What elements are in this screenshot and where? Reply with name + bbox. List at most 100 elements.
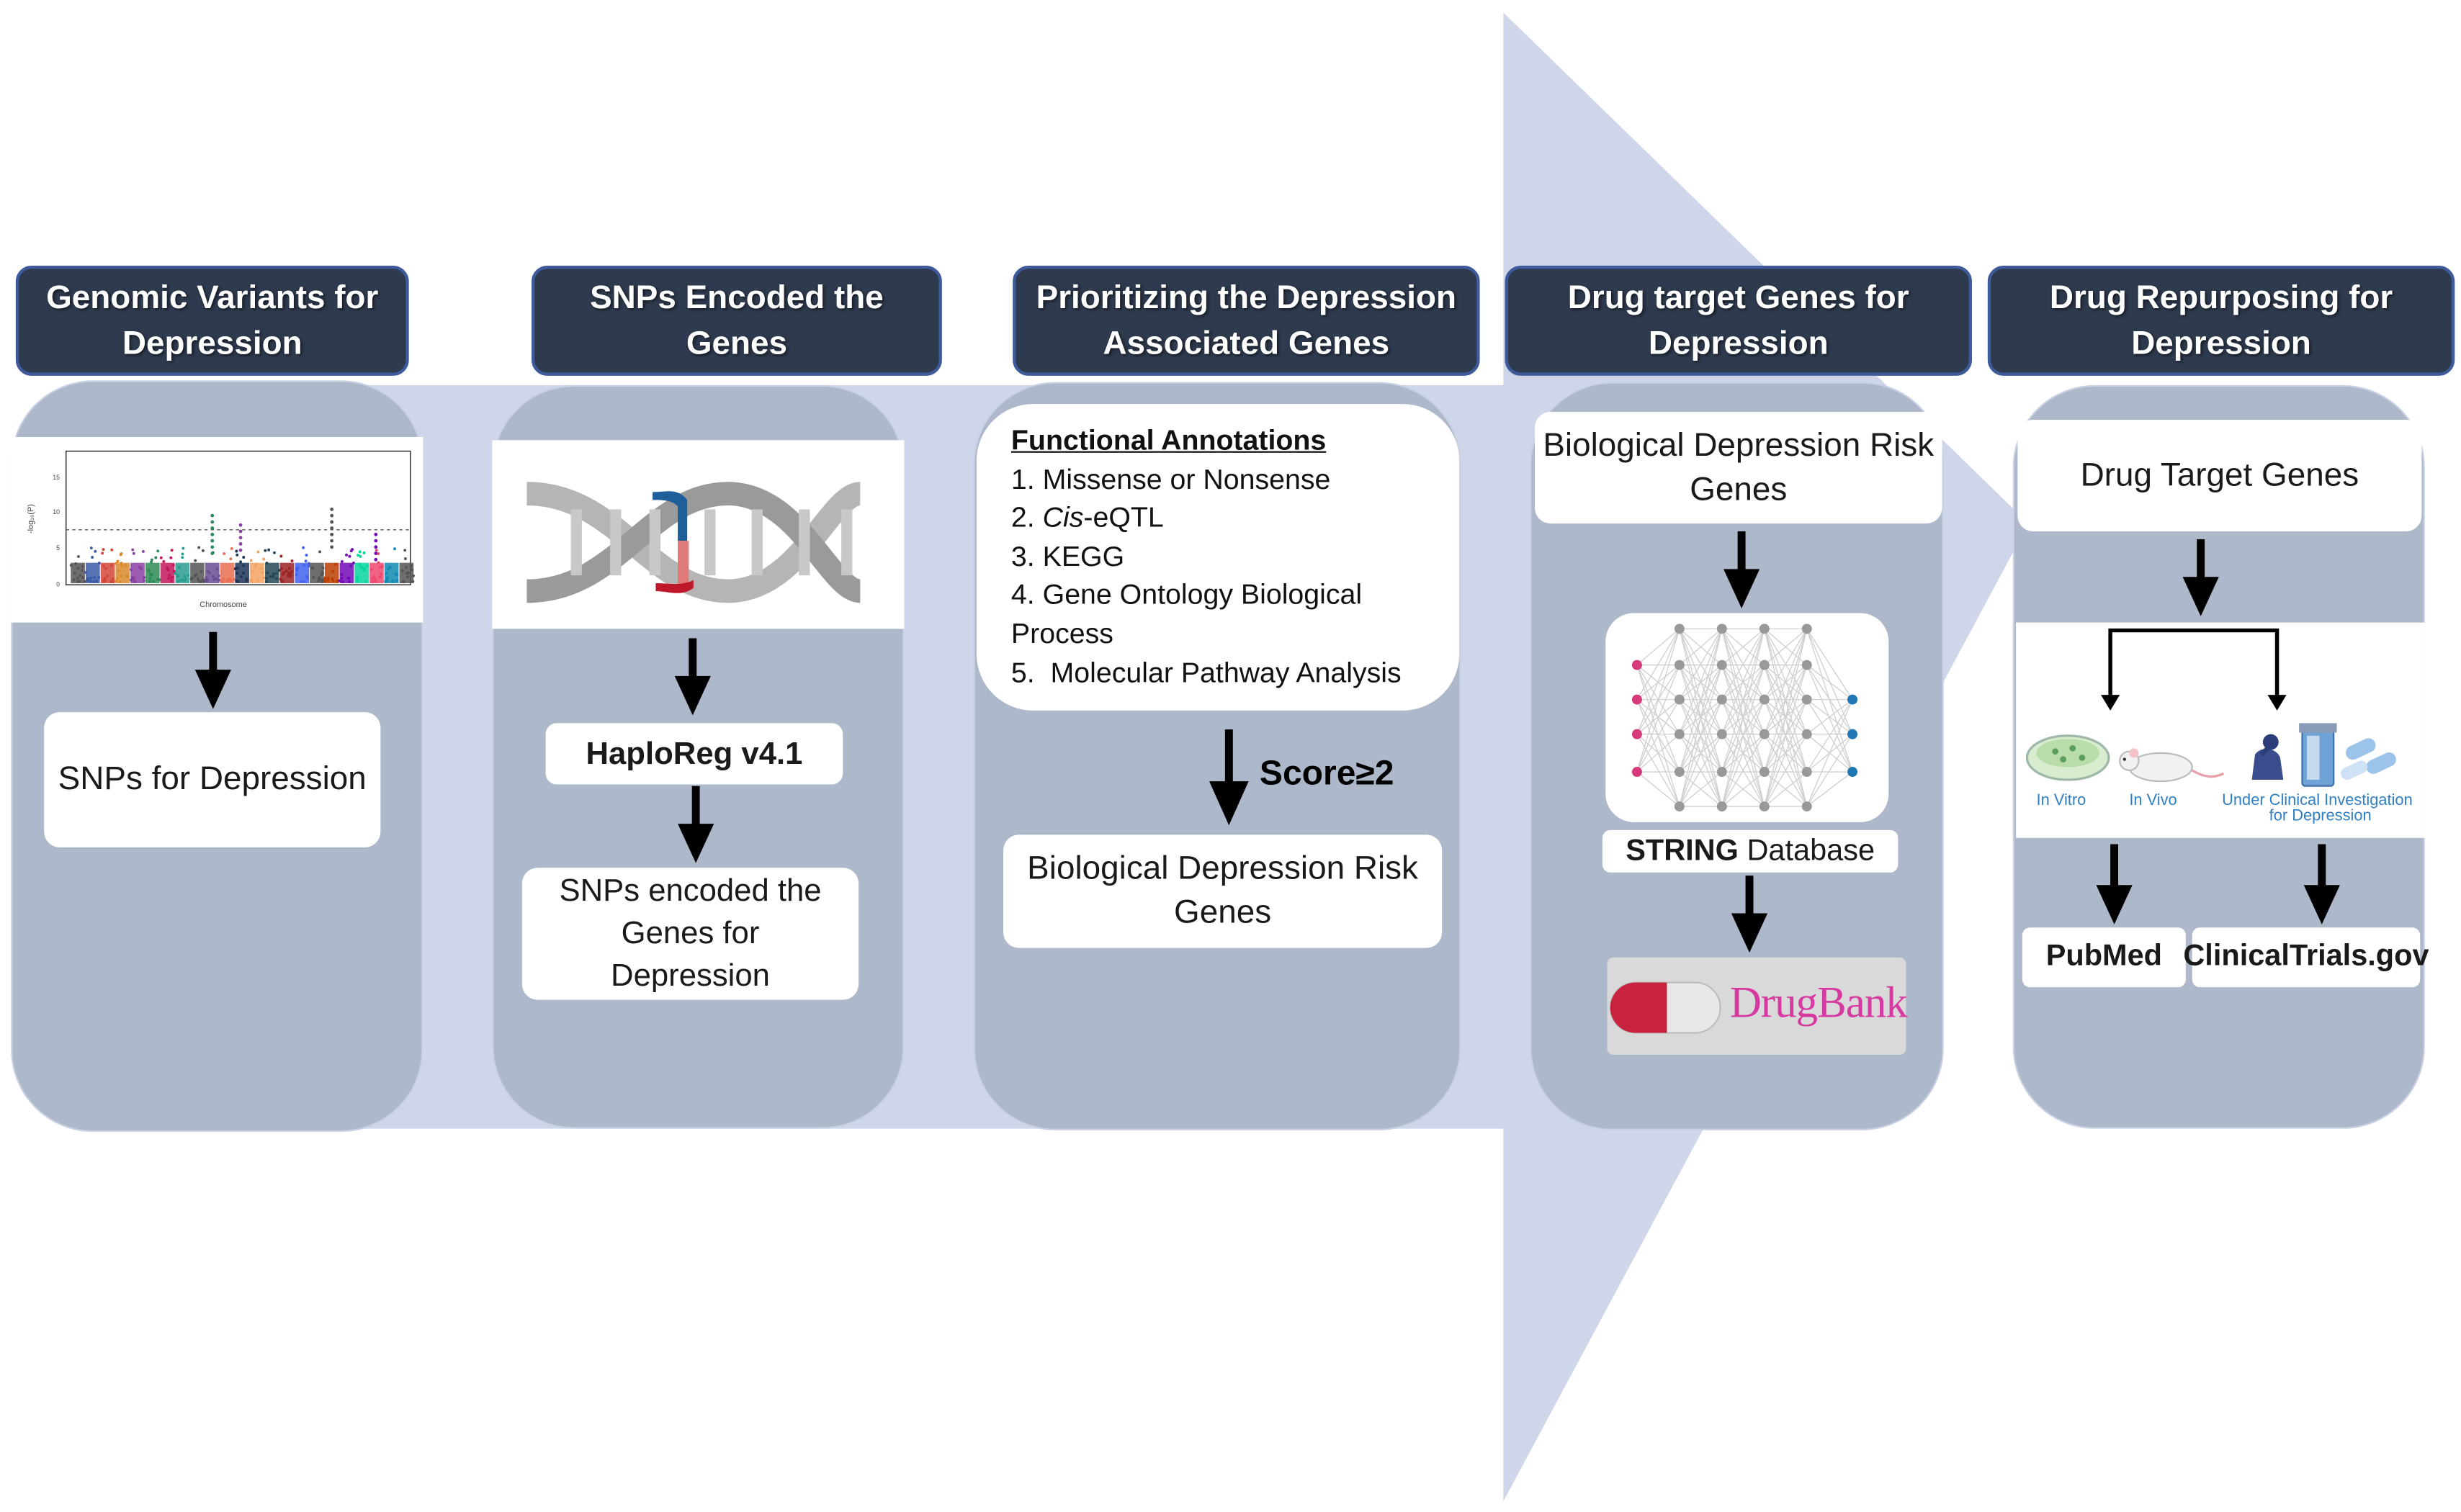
step2-header: SNPs Encoded the Genes xyxy=(532,266,942,376)
manhattan-band xyxy=(310,563,324,583)
vial-icon xyxy=(2299,723,2336,786)
network-edge xyxy=(1637,629,1680,772)
network-node xyxy=(1717,767,1727,777)
manhattan-band xyxy=(250,563,264,583)
manhattan-ylabel: -log₁₀(P) xyxy=(27,504,35,534)
network-node xyxy=(1632,767,1642,777)
network-graph-icon xyxy=(1605,613,1888,822)
manhattan-peak-point xyxy=(330,514,333,518)
network-node xyxy=(1847,767,1857,777)
manhattan-point xyxy=(160,557,163,559)
manhattan-band xyxy=(220,563,235,583)
annotation-item: 1. Missense or Nonsense xyxy=(1011,460,1459,499)
step1-header: Genomic Variants for Depression xyxy=(16,266,409,376)
manhattan-peak-point xyxy=(374,533,377,536)
network-node xyxy=(1632,695,1642,705)
dna-helix-image xyxy=(492,440,904,629)
manhattan-point xyxy=(359,550,362,553)
manhattan-band xyxy=(354,563,369,583)
arrow-down-icon xyxy=(1718,531,1766,610)
manhattan-point xyxy=(110,549,113,552)
network-edge xyxy=(1637,629,1680,699)
arrow-down-icon xyxy=(670,638,717,716)
manhattan-band xyxy=(265,563,279,583)
arrow-down-icon xyxy=(1204,729,1255,827)
manhattan-point xyxy=(90,546,93,549)
manhattan-point xyxy=(403,549,406,552)
manhattan-band xyxy=(86,563,100,583)
network-node xyxy=(1717,801,1727,811)
manhattan-peak-point xyxy=(330,539,333,543)
manhattan-peak-point xyxy=(210,545,214,549)
manhattan-peak-point xyxy=(330,526,333,530)
manhattan-point xyxy=(257,551,260,554)
manhattan-peak-point xyxy=(210,552,214,555)
network-node xyxy=(1675,695,1685,705)
manhattan-band xyxy=(340,563,354,583)
manhattan-ytick: 10 xyxy=(53,508,60,516)
network-node xyxy=(1802,729,1812,739)
annotation-item: 3. KEGG xyxy=(1011,537,1459,576)
manhattan-point xyxy=(169,557,172,559)
string-bold: STRING xyxy=(1626,829,1739,873)
manhattan-point xyxy=(279,555,282,558)
network-edge xyxy=(1807,700,1852,806)
network-node xyxy=(1802,801,1812,811)
manhattan-point xyxy=(223,552,225,555)
annotation-item: 2. Cis-eQTL xyxy=(1011,499,1459,538)
network-node xyxy=(1802,660,1812,670)
manhattan-point xyxy=(101,552,104,554)
manhattan-point xyxy=(202,549,205,552)
manhattan-point xyxy=(131,549,134,552)
arrow-down-icon xyxy=(2299,844,2346,926)
in-vitro-label: In Vitro xyxy=(2037,794,2086,810)
network-node xyxy=(1760,729,1770,739)
network-node xyxy=(1847,695,1857,705)
string-database-label: STRING Database xyxy=(1602,830,1898,873)
network-node xyxy=(1760,660,1770,670)
manhattan-point xyxy=(181,552,184,555)
network-node xyxy=(1802,695,1812,705)
step5-header: Drug Repurposing for Depression xyxy=(1988,266,2455,376)
manhattan-point xyxy=(156,549,159,552)
manhattan-point xyxy=(264,549,266,552)
biological-risk-genes-box: Biological Depression Risk Genes xyxy=(1535,412,1942,523)
network-node xyxy=(1632,729,1642,739)
manhattan-ytick: 15 xyxy=(53,474,60,481)
manhattan-band xyxy=(115,563,130,583)
manhattan-peak-point xyxy=(210,520,214,523)
manhattan-point xyxy=(197,546,200,549)
network-edge xyxy=(1637,629,1680,665)
arrow-down-icon xyxy=(673,786,720,865)
haploreg-box: HaploReg v4.1 xyxy=(546,723,843,784)
network-image xyxy=(1605,613,1888,822)
manhattan-peak-point xyxy=(210,526,214,530)
snps-encoded-genes-box: SNPs encoded the Genes for Depression xyxy=(522,868,859,999)
manhattan-point xyxy=(305,559,308,562)
manhattan-point xyxy=(404,557,407,560)
manhattan-point xyxy=(171,549,174,552)
mouse-icon xyxy=(2120,748,2223,781)
network-node xyxy=(1760,801,1770,811)
network-edge xyxy=(1637,734,1680,806)
manhattan-peak-point xyxy=(239,523,243,527)
petri-dish-icon xyxy=(2027,736,2109,780)
manhattan-point xyxy=(290,559,293,562)
clinicaltrials-box: ClinicalTrials.gov xyxy=(2192,927,2421,987)
manhattan-band xyxy=(205,563,220,583)
network-edge xyxy=(1807,734,1852,806)
manhattan-band xyxy=(71,563,85,583)
manhattan-point xyxy=(242,556,245,559)
arrow-down-icon xyxy=(2092,844,2139,926)
manhattan-peak-point xyxy=(374,539,377,543)
dna-helix-icon xyxy=(492,440,904,629)
drugbank-text: DrugBank xyxy=(1730,979,1907,1030)
manhattan-peak-point xyxy=(374,558,377,562)
manhattan-point xyxy=(362,552,365,554)
patient-icon xyxy=(2252,734,2284,780)
annotation-number: 2. xyxy=(1011,502,1043,534)
annotations-title: Functional Annotations xyxy=(1011,421,1459,460)
manhattan-point xyxy=(77,555,80,558)
manhattan-point xyxy=(302,546,305,549)
manhattan-point xyxy=(267,549,270,552)
